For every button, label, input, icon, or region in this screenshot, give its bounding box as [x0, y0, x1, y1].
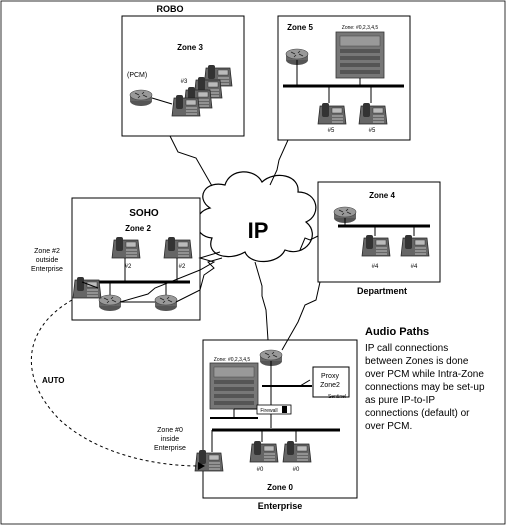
zone4-box: Zone 4 #4 #4 Department	[317, 181, 441, 296]
zone0-inside-line2: inside	[161, 436, 179, 443]
zone4-phone-icon	[400, 234, 430, 257]
zone0-inside-line1: Zone #0	[157, 427, 183, 434]
ext0b-label: #0	[293, 467, 300, 473]
ext4b-label: #4	[411, 264, 418, 270]
zone4-label: Zone 4	[369, 191, 395, 200]
ext3-label: #3	[181, 79, 188, 85]
audio-paths-line: over PCM while Intra-Zone	[365, 369, 484, 380]
zone2-box: SOHO Zone 2 #2 #2	[71, 197, 201, 321]
audio-paths-line: connections (default) or	[365, 408, 470, 419]
auto-label: AUTO	[42, 376, 65, 385]
zone5-phone-icon	[317, 102, 347, 125]
zone2-outside-line2: outside	[36, 257, 59, 264]
proxy-label-line2: Zone2	[320, 382, 340, 389]
zone3-router-icon	[129, 89, 153, 107]
ext2a-label: #2	[125, 264, 132, 270]
zone2-outside: Zone #2 outside Enterprise	[31, 248, 102, 299]
link-zone2b-ip	[175, 257, 223, 303]
audio-paths-line: IP call connections	[365, 343, 448, 354]
zone2-phone-icon	[163, 236, 193, 259]
zone4-phone-icon	[361, 234, 391, 257]
audio-paths-line: over PCM.	[365, 421, 412, 432]
pcm-label: (PCM)	[127, 72, 147, 79]
zone0-phone-icon	[282, 440, 312, 463]
audio-paths-line: as pure IP-to-IP	[365, 395, 435, 406]
zone2-phone-icon	[111, 236, 141, 259]
zone3-box: ROBO Zone 3 (PCM) #3	[121, 4, 245, 137]
audio-paths-line: between Zones is done	[365, 356, 469, 367]
soho-label: SOHO	[129, 208, 159, 219]
zone0-phone-icon	[249, 440, 279, 463]
zone0-inside-line3: Enterprise	[154, 445, 186, 452]
department-label: Department	[357, 286, 407, 296]
link-ip-zone0	[254, 261, 269, 341]
audio-paths-title: Audio Paths	[365, 326, 429, 338]
zone0-device-label: Zone: #0,2,3,4,5	[214, 357, 251, 363]
zone3-label: Zone 3	[177, 43, 203, 52]
zone2-router-icon	[154, 294, 178, 312]
zone5-label: Zone 5	[287, 23, 313, 32]
zone5-switch-icon	[335, 31, 385, 79]
ext5a-label: #5	[328, 128, 335, 134]
enterprise-label: Enterprise	[258, 501, 303, 511]
link-zone4-zone0	[281, 281, 321, 351]
ext2b-label: #2	[179, 264, 186, 270]
link-zone4-ip	[299, 235, 319, 251]
zone3-phone-icon	[171, 94, 201, 117]
proxy-zone2-box	[312, 366, 350, 398]
robo-label: ROBO	[157, 4, 184, 14]
audio-paths-line: connections may be set-up	[365, 382, 485, 393]
zone0-label: Zone 0	[267, 483, 293, 492]
ext4a-label: #4	[372, 264, 379, 270]
zone2-outside-line3: Enterprise	[31, 266, 63, 273]
zone5-phone-icon	[358, 102, 388, 125]
zone0-inside: Zone #0 inside Enterprise	[154, 427, 224, 472]
ip-cloud: IP	[196, 171, 317, 263]
wan-links	[119, 135, 321, 351]
firewall-label: Firewall	[260, 408, 277, 414]
link-zone2a-ip	[119, 251, 221, 303]
zone2-outside-line1: Zone #2	[34, 248, 60, 255]
ext5b-label: #5	[369, 128, 376, 134]
zone5-box: Zone 5 Zone: #0,2,3,4,5 #5 #5	[277, 15, 411, 141]
sentinel-label: Sentinel	[328, 394, 346, 400]
audio-paths-note: Audio Paths IP call connections between …	[365, 326, 485, 432]
ext0a-label: #0	[257, 467, 264, 473]
zone2-label: Zone 2	[125, 224, 151, 233]
zone5-device-label: Zone: #0,2,3,4,5	[342, 25, 379, 31]
zone2-router-icon	[98, 294, 122, 312]
zone0-box: Zone: #0,2,3,4,5 Proxy Zone2 Sentinel Fi…	[202, 339, 358, 511]
proxy-label-line1: Proxy	[321, 373, 339, 380]
auto-arc: AUTO	[30, 299, 205, 470]
zone0-switch-icon	[209, 362, 259, 410]
ip-label: IP	[248, 218, 269, 243]
link-zone5-ip	[269, 139, 289, 186]
link-zone3-ip	[169, 135, 213, 187]
